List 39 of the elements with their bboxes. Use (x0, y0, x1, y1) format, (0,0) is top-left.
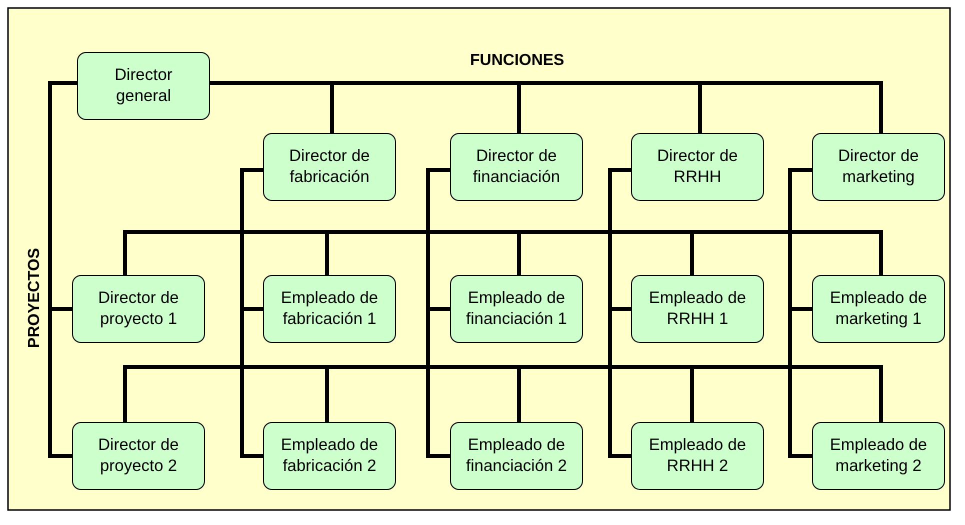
role-title: Empleado de financiación 2 (465, 435, 568, 477)
role-title: Director de financiación (472, 146, 562, 188)
role-box (812, 275, 945, 343)
role-title: Empleado de financiación 1 (465, 288, 568, 330)
role-title: Director de RRHH (656, 146, 739, 188)
role-title: Empleado de RRHH 2 (648, 435, 748, 477)
role-box (450, 422, 583, 490)
role-box (631, 133, 764, 201)
connector-line (608, 168, 631, 458)
role-box (812, 422, 945, 490)
connector-line (240, 168, 263, 458)
role-box (72, 275, 205, 343)
role-box (812, 133, 945, 201)
connector-line (788, 168, 812, 458)
role-box (450, 275, 583, 343)
connector-line (123, 365, 883, 422)
role-box (450, 133, 583, 201)
connector-line (123, 230, 883, 275)
connector-line (48, 81, 77, 458)
role-box (263, 275, 396, 343)
role-box (72, 422, 205, 490)
role-box (77, 52, 210, 120)
role-box (263, 422, 396, 490)
role-title: Empleado de fabricación 1 (280, 288, 380, 330)
axis-heading-vertical: PROYECTOS (26, 248, 44, 348)
role-title: Director de proyecto 1 (97, 288, 180, 330)
role-title: Empleado de marketing 2 (828, 435, 928, 477)
axis-heading: FUNCIONES (470, 52, 564, 70)
role-title: Director de proyecto 2 (97, 435, 180, 477)
role-box (631, 422, 764, 490)
connector-line (426, 168, 450, 458)
role-box (263, 133, 396, 201)
role-title: Director de fabricación (288, 146, 371, 188)
role-title: Director de marketing (837, 146, 920, 188)
role-title: Empleado de marketing 1 (828, 288, 928, 330)
role-title: Empleado de fabricación 2 (280, 435, 380, 477)
role-title: Empleado de RRHH 1 (648, 288, 748, 330)
role-title: Director general (114, 65, 174, 107)
role-box (631, 275, 764, 343)
